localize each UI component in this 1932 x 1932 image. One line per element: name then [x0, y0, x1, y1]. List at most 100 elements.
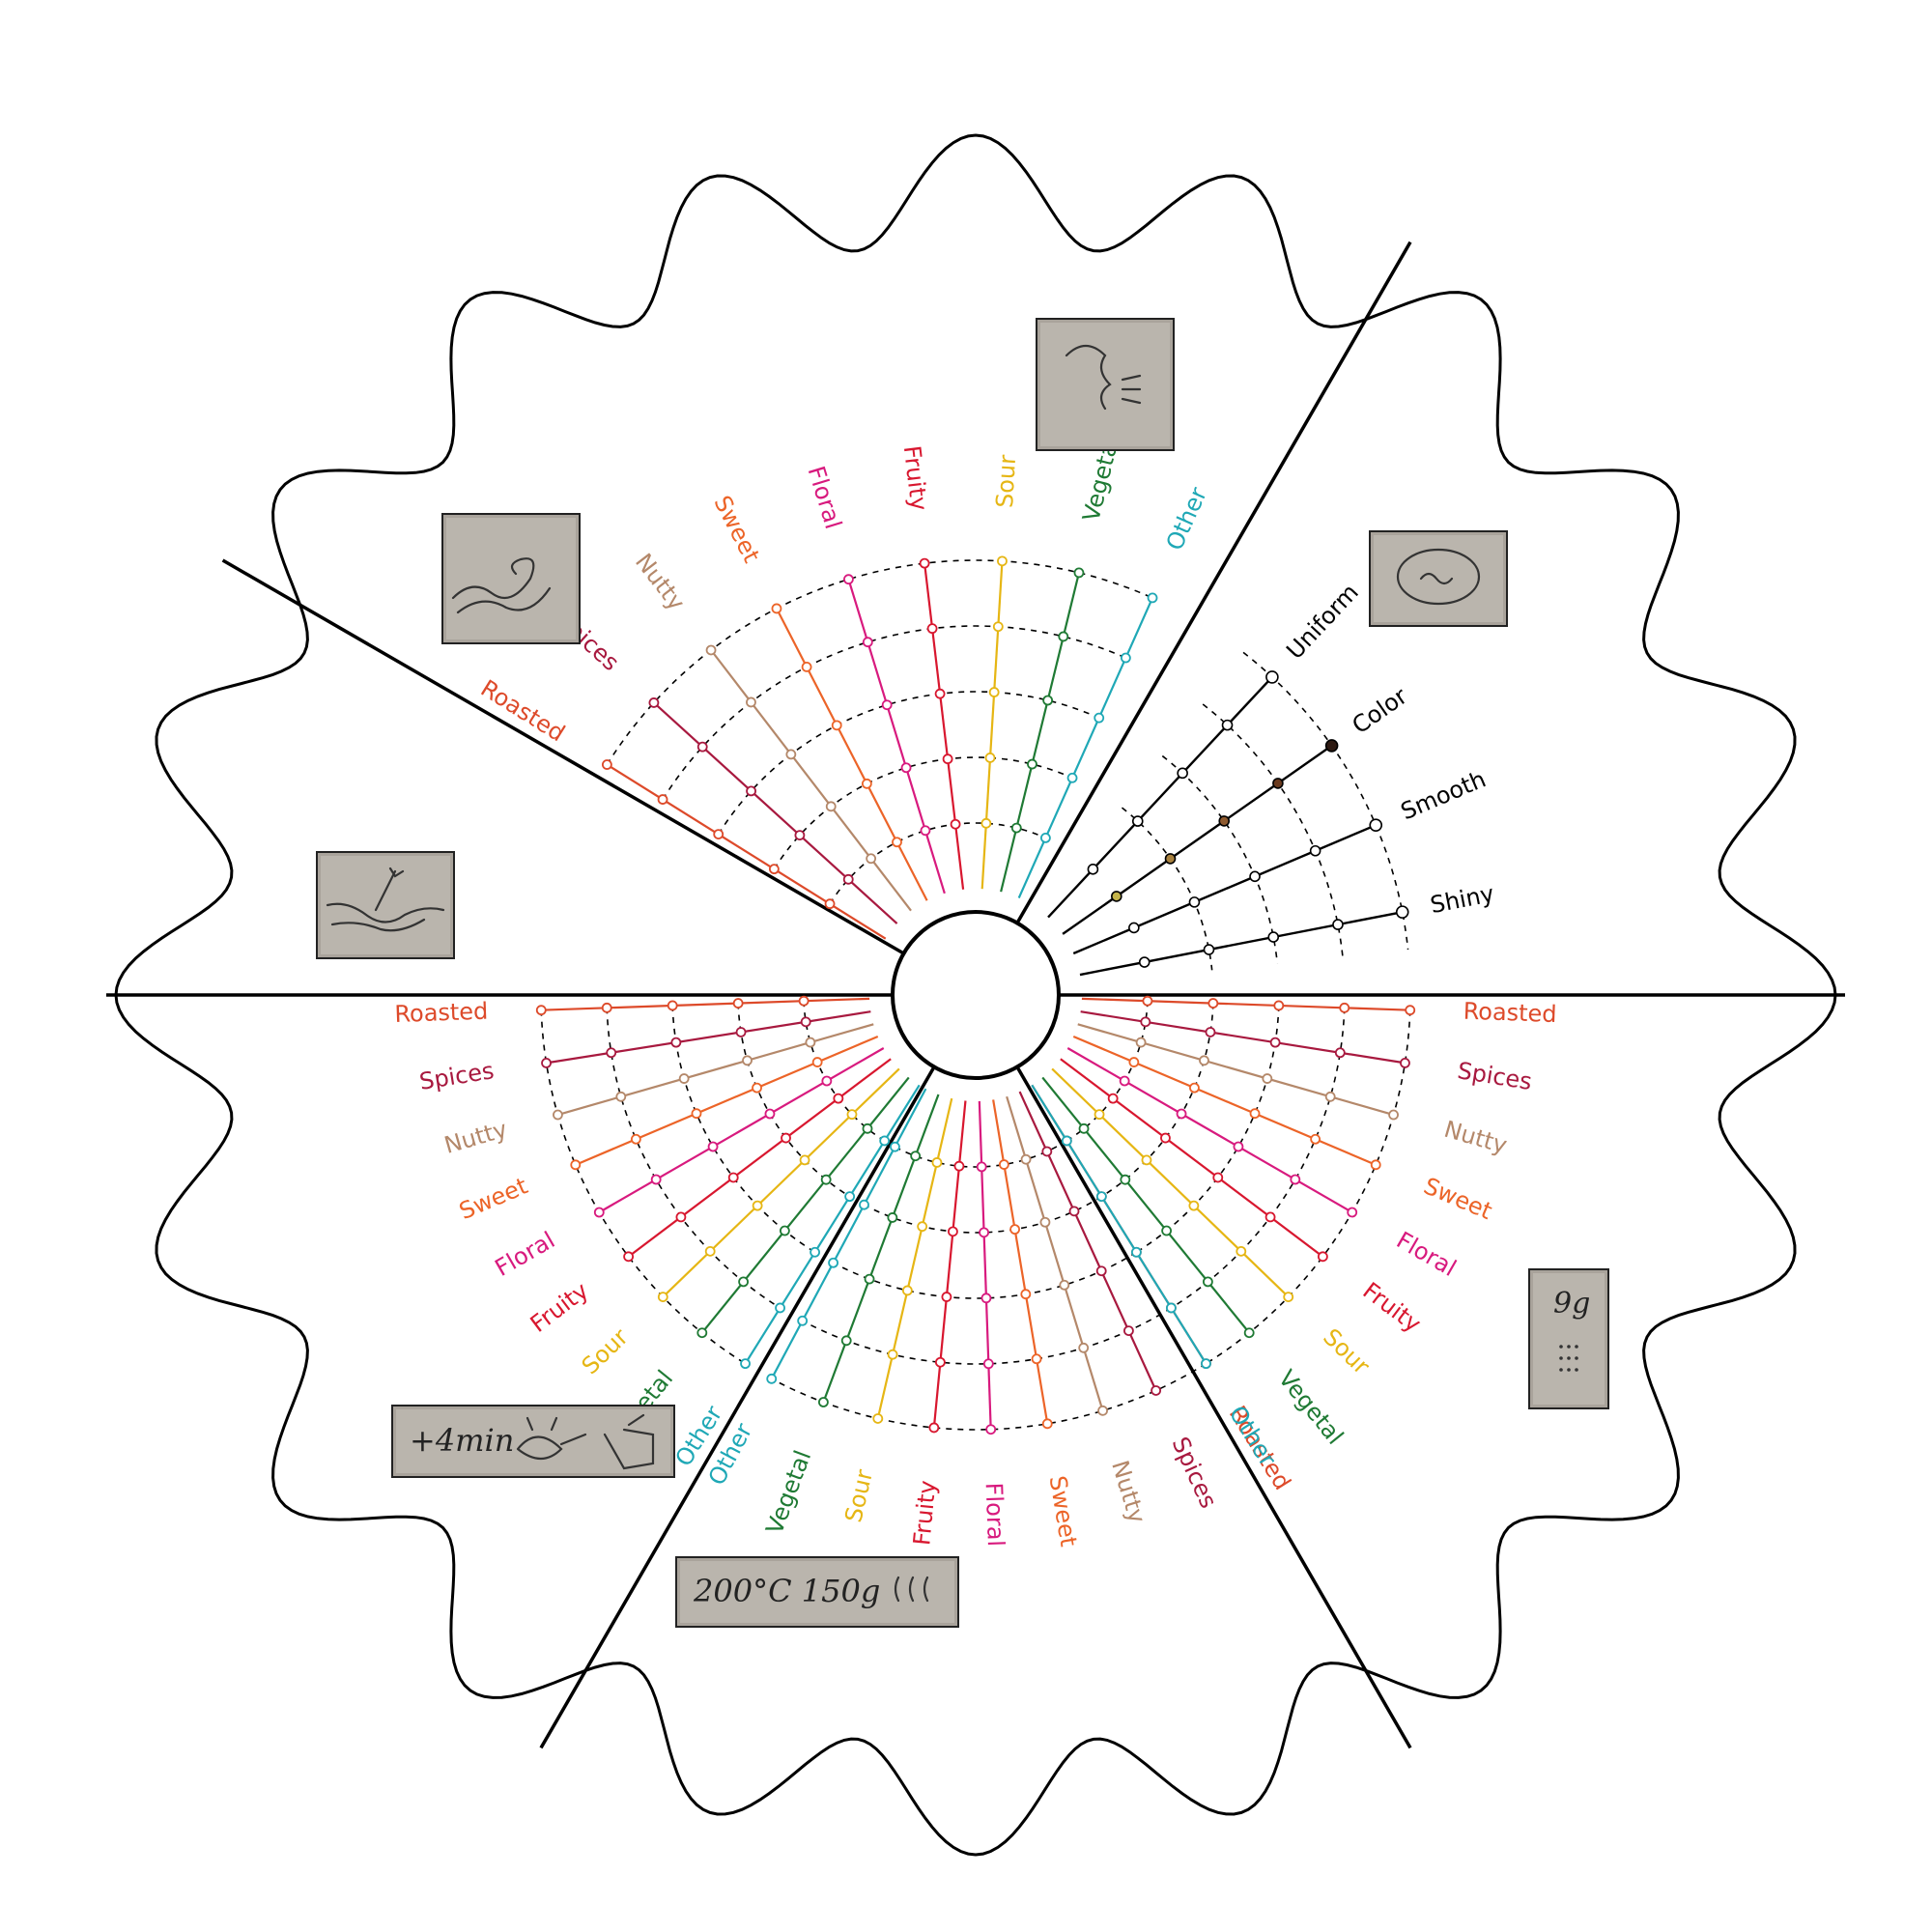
rating-point-sour-3[interactable] [988, 687, 1000, 697]
rating-point-floral-3[interactable] [707, 1141, 719, 1152]
rating-point-roasted-2[interactable] [1208, 998, 1219, 1009]
rating-point-other-2[interactable] [859, 1199, 869, 1210]
rating-point-spices-5[interactable] [541, 1057, 552, 1068]
rating-point-roasted-5[interactable] [601, 759, 612, 770]
rating-point-vegetal-2[interactable] [820, 1174, 832, 1185]
rating-point-sour-2[interactable] [1141, 1154, 1152, 1166]
rating-point-sweet-4[interactable] [1310, 1133, 1321, 1145]
rating-point-fruity-4[interactable] [934, 1356, 946, 1368]
rating-point-spices-4[interactable] [1334, 1047, 1346, 1059]
rating-point-sweet-3[interactable] [1020, 1289, 1032, 1300]
rating-point-spices-2[interactable] [735, 1027, 747, 1037]
rating-point-nutty-4[interactable] [615, 1091, 627, 1102]
rating-point-floral-2[interactable] [900, 762, 912, 774]
rating-point-sweet-4[interactable] [801, 661, 812, 672]
appearance-point-color-5[interactable] [1324, 739, 1339, 753]
rating-point-roasted-1[interactable] [1142, 995, 1153, 1007]
rating-point-fruity-2[interactable] [781, 1132, 791, 1144]
rating-point-vegetal-5[interactable] [1243, 1327, 1255, 1339]
rating-point-floral-5[interactable] [985, 1424, 997, 1435]
rating-point-nutty-3[interactable] [1262, 1073, 1273, 1084]
rating-point-nutty-4[interactable] [1324, 1091, 1336, 1102]
rating-point-spices-1[interactable] [842, 873, 854, 885]
rating-point-floral-1[interactable] [976, 1161, 987, 1173]
rating-point-roasted-4[interactable] [601, 1002, 612, 1013]
rating-point-floral-1[interactable] [821, 1075, 833, 1087]
appearance-point-uniform-5[interactable] [1265, 670, 1279, 684]
rating-point-sweet-2[interactable] [1189, 1082, 1200, 1094]
rating-point-vegetal-1[interactable] [862, 1122, 873, 1134]
appearance-point-color-4[interactable] [1272, 778, 1284, 789]
rating-point-floral-4[interactable] [982, 1358, 994, 1370]
rating-point-sweet-4[interactable] [630, 1133, 641, 1145]
rating-point-nutty-2[interactable] [742, 1055, 753, 1066]
rating-point-roasted-3[interactable] [1273, 1000, 1285, 1011]
rating-point-sweet-1[interactable] [811, 1057, 823, 1067]
rating-point-nutty-5[interactable] [1388, 1109, 1399, 1121]
rating-point-floral-5[interactable] [593, 1207, 605, 1218]
appearance-point-color-2[interactable] [1164, 853, 1177, 865]
rating-point-fruity-3[interactable] [941, 1292, 952, 1302]
rating-point-vegetal-1[interactable] [1078, 1122, 1090, 1134]
rating-point-sweet-5[interactable] [771, 603, 782, 614]
rating-point-spices-1[interactable] [800, 1016, 811, 1028]
rating-point-nutty-2[interactable] [825, 801, 837, 812]
rating-point-spices-2[interactable] [794, 830, 806, 840]
appearance-point-uniform-1[interactable] [1087, 864, 1099, 875]
rating-point-vegetal-1[interactable] [910, 1151, 922, 1162]
rating-point-spices-3[interactable] [1269, 1037, 1281, 1048]
rating-point-sour-4[interactable] [992, 621, 1004, 633]
rating-point-nutty-5[interactable] [553, 1109, 563, 1121]
rating-point-other-4[interactable] [797, 1315, 809, 1326]
appearance-point-shiny-3[interactable] [1267, 931, 1280, 943]
rating-point-other-5[interactable] [1201, 1358, 1211, 1370]
rating-point-sour-5[interactable] [1283, 1292, 1294, 1302]
rating-point-fruity-4[interactable] [926, 623, 938, 635]
rating-point-fruity-1[interactable] [953, 1160, 965, 1172]
rating-point-other-1[interactable] [879, 1135, 891, 1147]
rating-point-nutty-1[interactable] [866, 853, 877, 865]
rating-point-roasted-3[interactable] [667, 1000, 678, 1011]
rating-point-sweet-2[interactable] [1009, 1224, 1021, 1236]
rating-point-roasted-1[interactable] [824, 898, 836, 910]
rating-point-sweet-3[interactable] [691, 1108, 702, 1120]
appearance-point-shiny-5[interactable] [1395, 905, 1409, 919]
rating-point-vegetal-3[interactable] [779, 1225, 790, 1236]
rating-point-fruity-4[interactable] [675, 1211, 687, 1223]
rating-point-roasted-5[interactable] [1405, 1005, 1416, 1016]
rating-point-other-5[interactable] [740, 1358, 751, 1370]
rating-point-floral-1[interactable] [1119, 1075, 1130, 1087]
rating-point-roasted-2[interactable] [768, 864, 780, 875]
rating-point-sweet-2[interactable] [752, 1082, 762, 1094]
appearance-point-uniform-2[interactable] [1131, 815, 1144, 827]
rating-point-spices-2[interactable] [1068, 1206, 1080, 1217]
appearance-point-uniform-4[interactable] [1221, 719, 1234, 731]
rating-point-vegetal-3[interactable] [1161, 1225, 1173, 1236]
rating-point-sour-1[interactable] [1094, 1109, 1105, 1121]
rating-point-sweet-5[interactable] [1041, 1418, 1053, 1430]
rating-point-spices-5[interactable] [648, 697, 660, 708]
rating-point-nutty-3[interactable] [678, 1073, 690, 1084]
rating-point-roasted-5[interactable] [535, 1005, 547, 1016]
rating-point-spices-5[interactable] [1400, 1057, 1410, 1068]
rating-point-sour-1[interactable] [980, 817, 992, 829]
rating-point-fruity-2[interactable] [1160, 1132, 1171, 1144]
rating-point-nutty-5[interactable] [705, 644, 717, 656]
appearance-point-shiny-2[interactable] [1203, 944, 1215, 955]
rating-point-sweet-1[interactable] [892, 837, 902, 848]
rating-point-roasted-4[interactable] [1339, 1002, 1350, 1013]
rating-point-sweet-1[interactable] [1128, 1057, 1140, 1067]
rating-point-floral-2[interactable] [1176, 1108, 1187, 1120]
rating-point-floral-3[interactable] [881, 699, 893, 711]
rating-point-other-2[interactable] [1095, 1191, 1107, 1203]
rating-point-fruity-5[interactable] [1317, 1251, 1328, 1263]
rating-point-sour-4[interactable] [887, 1349, 898, 1360]
rating-point-roasted-3[interactable] [713, 829, 724, 840]
rating-point-sour-3[interactable] [752, 1200, 763, 1211]
rating-point-nutty-4[interactable] [746, 696, 756, 708]
rating-point-floral-2[interactable] [979, 1227, 989, 1238]
rating-point-vegetal-5[interactable] [818, 1397, 829, 1407]
rating-point-floral-4[interactable] [650, 1174, 662, 1185]
rating-point-spices-1[interactable] [1041, 1146, 1053, 1157]
rating-point-floral-5[interactable] [1347, 1207, 1358, 1218]
